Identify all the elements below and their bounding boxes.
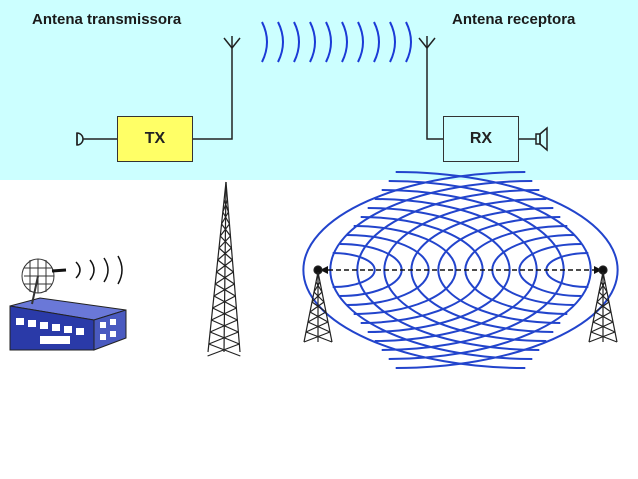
radio-tower-icon [207,181,241,357]
wave-arc [381,189,565,351]
wave-arc [261,21,268,63]
wave-arc [346,234,430,306]
wave-arc [309,21,316,63]
tx-feed-line [193,48,233,140]
wave-arc [329,180,533,360]
rx-box: RX [443,116,519,162]
wave-arc [353,225,457,315]
wave-arc [325,21,332,63]
wave-arc [389,21,396,63]
dish-waves [75,255,123,285]
wave-arc [545,252,589,288]
tx-box: TX [117,116,193,162]
tx-antenna-icon [223,36,241,49]
microphone-icon [76,132,117,146]
wave-arc [374,198,538,342]
wave-arc [410,207,554,333]
speaker-icon [535,126,548,152]
wave-arc [491,234,575,306]
wave-arc [117,255,123,285]
wave-arc [437,216,561,324]
left-tower-icon [303,265,333,343]
wave-arc [75,261,81,279]
wave-arc [277,21,284,63]
wave-arc [341,21,348,63]
right-tower-icon [588,265,618,343]
wave-arc [395,171,619,369]
rx-antenna-icon [418,36,436,49]
wave-arc [464,225,568,315]
wave-arc [332,252,376,288]
wave-arc [339,243,403,297]
radio-waves [261,21,412,63]
wave-arc [356,189,540,351]
wave-arc [518,243,582,297]
wave-arc [373,21,380,63]
wave-arc [388,180,592,360]
wave-arc [357,21,364,63]
transmission-diagram-panel: Antena transmissora Antena receptora [0,0,638,180]
wave-arc [103,257,109,283]
transmission-schematic [76,21,548,152]
propagation-waves [302,171,619,369]
rx-feed-line [426,48,443,140]
wave-arc [302,171,526,369]
rx-antenna-label: Antena receptora [452,11,576,28]
wave-arc [89,259,95,281]
wave-arc [360,216,484,324]
tx-antenna-label: Antena transmissora [32,11,182,28]
wave-arc [383,198,547,342]
building-icon [9,297,127,351]
dish-icon [21,258,67,305]
wave-arc [293,21,300,63]
wave-arc [405,21,412,63]
wave-arc [367,207,511,333]
